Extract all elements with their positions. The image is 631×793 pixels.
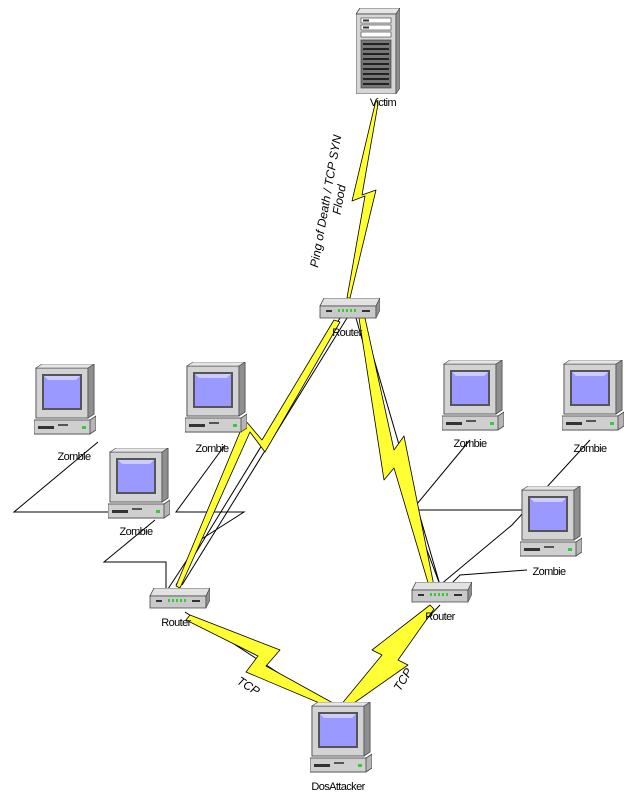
lightning-link-icon [339,604,435,711]
zombie-1[interactable]: Zombie [34,364,96,463]
router-left[interactable]: Router [149,588,210,629]
computer-icon [520,486,582,557]
lightning-link-icon [358,317,435,587]
victim-server[interactable]: Victim [356,8,400,109]
dos-attacker[interactable]: DosAttacker [310,702,372,793]
victim-label: Victim [370,97,397,109]
zombie-label: Zombie [573,443,607,455]
wire-zombie-left-3 [102,519,167,592]
computer-icon [185,362,247,433]
wire-zombie-right-1 [410,439,530,511]
router-label-top: Router [332,327,362,339]
zombie-2[interactable]: Zombie [185,362,247,455]
computer-icon [562,360,624,431]
zombie-label: Zombie [119,526,153,538]
router-icon [319,298,380,319]
zombie-label: Zombie [57,451,91,463]
computer-icon [108,448,170,519]
zombie-3[interactable]: Zombie [108,448,170,538]
router-label-right: Router [425,611,455,623]
lightning-links [175,99,435,711]
router-right[interactable]: Router [411,582,472,623]
flood-label-group: Ping of Death / TCP SYN Flood [307,134,349,269]
flood-label-line2: Flood [330,183,349,215]
zombie-6[interactable]: Zombie [520,486,582,578]
server-icon [356,8,400,94]
lightning-link-icon [346,99,379,299]
router-label-left: Router [161,617,191,629]
computer-icon [442,360,504,431]
zombie-label: Zombie [532,566,566,578]
attacker-label: DosAttacker [311,781,365,793]
zombie-4[interactable]: Zombie [442,360,504,450]
zombie-label: Zombie [195,443,229,455]
computer-icon [310,702,372,773]
zombie-5[interactable]: Zombie [562,360,624,455]
router-icon [411,582,472,603]
router-top[interactable]: Router [319,298,380,339]
computer-icon [34,364,96,435]
lightning-link-icon [185,614,343,711]
wire-zombie-left-1 [12,441,110,513]
router-icon [149,588,210,609]
wire-zombie-right-2 [439,439,591,586]
zombie-label: Zombie [453,438,487,450]
